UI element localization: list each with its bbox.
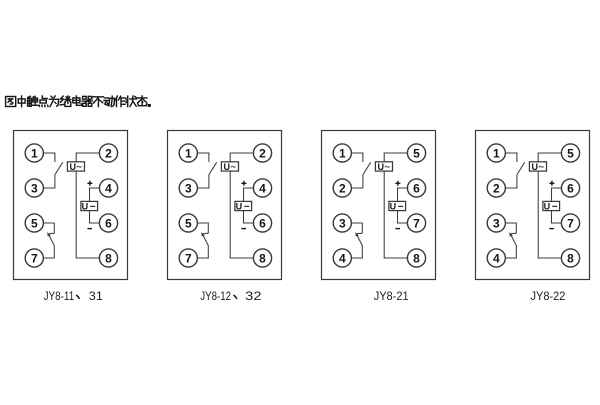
svg-text:3: 3: [339, 216, 346, 230]
svg-text:8: 8: [413, 251, 420, 265]
svg-text:2: 2: [259, 146, 266, 160]
svg-text:2: 2: [339, 181, 346, 195]
svg-text:1: 1: [31, 146, 38, 160]
svg-text:2: 2: [105, 146, 112, 160]
svg-text:4: 4: [105, 181, 112, 195]
svg-text:U: U: [224, 162, 231, 172]
svg-text:4: 4: [493, 251, 500, 265]
svg-text:7: 7: [567, 216, 574, 230]
svg-text:8: 8: [259, 251, 266, 265]
svg-text:3: 3: [185, 181, 192, 195]
svg-text:1: 1: [339, 146, 346, 160]
svg-text:4: 4: [259, 181, 266, 195]
svg-text:U: U: [390, 201, 397, 211]
svg-text:U: U: [378, 162, 385, 172]
svg-text:5: 5: [185, 216, 192, 230]
svg-text:1: 1: [493, 146, 500, 160]
svg-text:7: 7: [31, 251, 38, 265]
svg-text:JY8-22: JY8-22: [531, 289, 566, 303]
svg-text:JY8-11: JY8-11: [44, 289, 75, 303]
svg-text:8: 8: [105, 251, 112, 265]
svg-text:2: 2: [493, 181, 500, 195]
svg-text:6: 6: [567, 181, 574, 195]
svg-text:3: 3: [31, 181, 38, 195]
svg-text:3: 3: [493, 216, 500, 230]
svg-text:6: 6: [259, 216, 266, 230]
svg-text:1: 1: [185, 146, 192, 160]
svg-text:5: 5: [413, 146, 420, 160]
svg-text:JY8-12: JY8-12: [200, 289, 231, 303]
svg-text:U: U: [82, 201, 89, 211]
svg-text:U: U: [236, 201, 243, 211]
svg-text:8: 8: [567, 251, 574, 265]
svg-text:U: U: [70, 162, 77, 172]
svg-text:7: 7: [413, 216, 420, 230]
svg-text:31: 31: [89, 289, 103, 303]
svg-text:U: U: [544, 201, 551, 211]
svg-text:6: 6: [105, 216, 112, 230]
svg-text:5: 5: [567, 146, 574, 160]
svg-text:U: U: [532, 162, 539, 172]
svg-text:JY8-21: JY8-21: [374, 289, 409, 303]
svg-text:4: 4: [339, 251, 346, 265]
svg-text:5: 5: [31, 216, 38, 230]
svg-text:7: 7: [185, 251, 192, 265]
svg-text:32: 32: [245, 289, 262, 303]
svg-text:6: 6: [413, 181, 420, 195]
